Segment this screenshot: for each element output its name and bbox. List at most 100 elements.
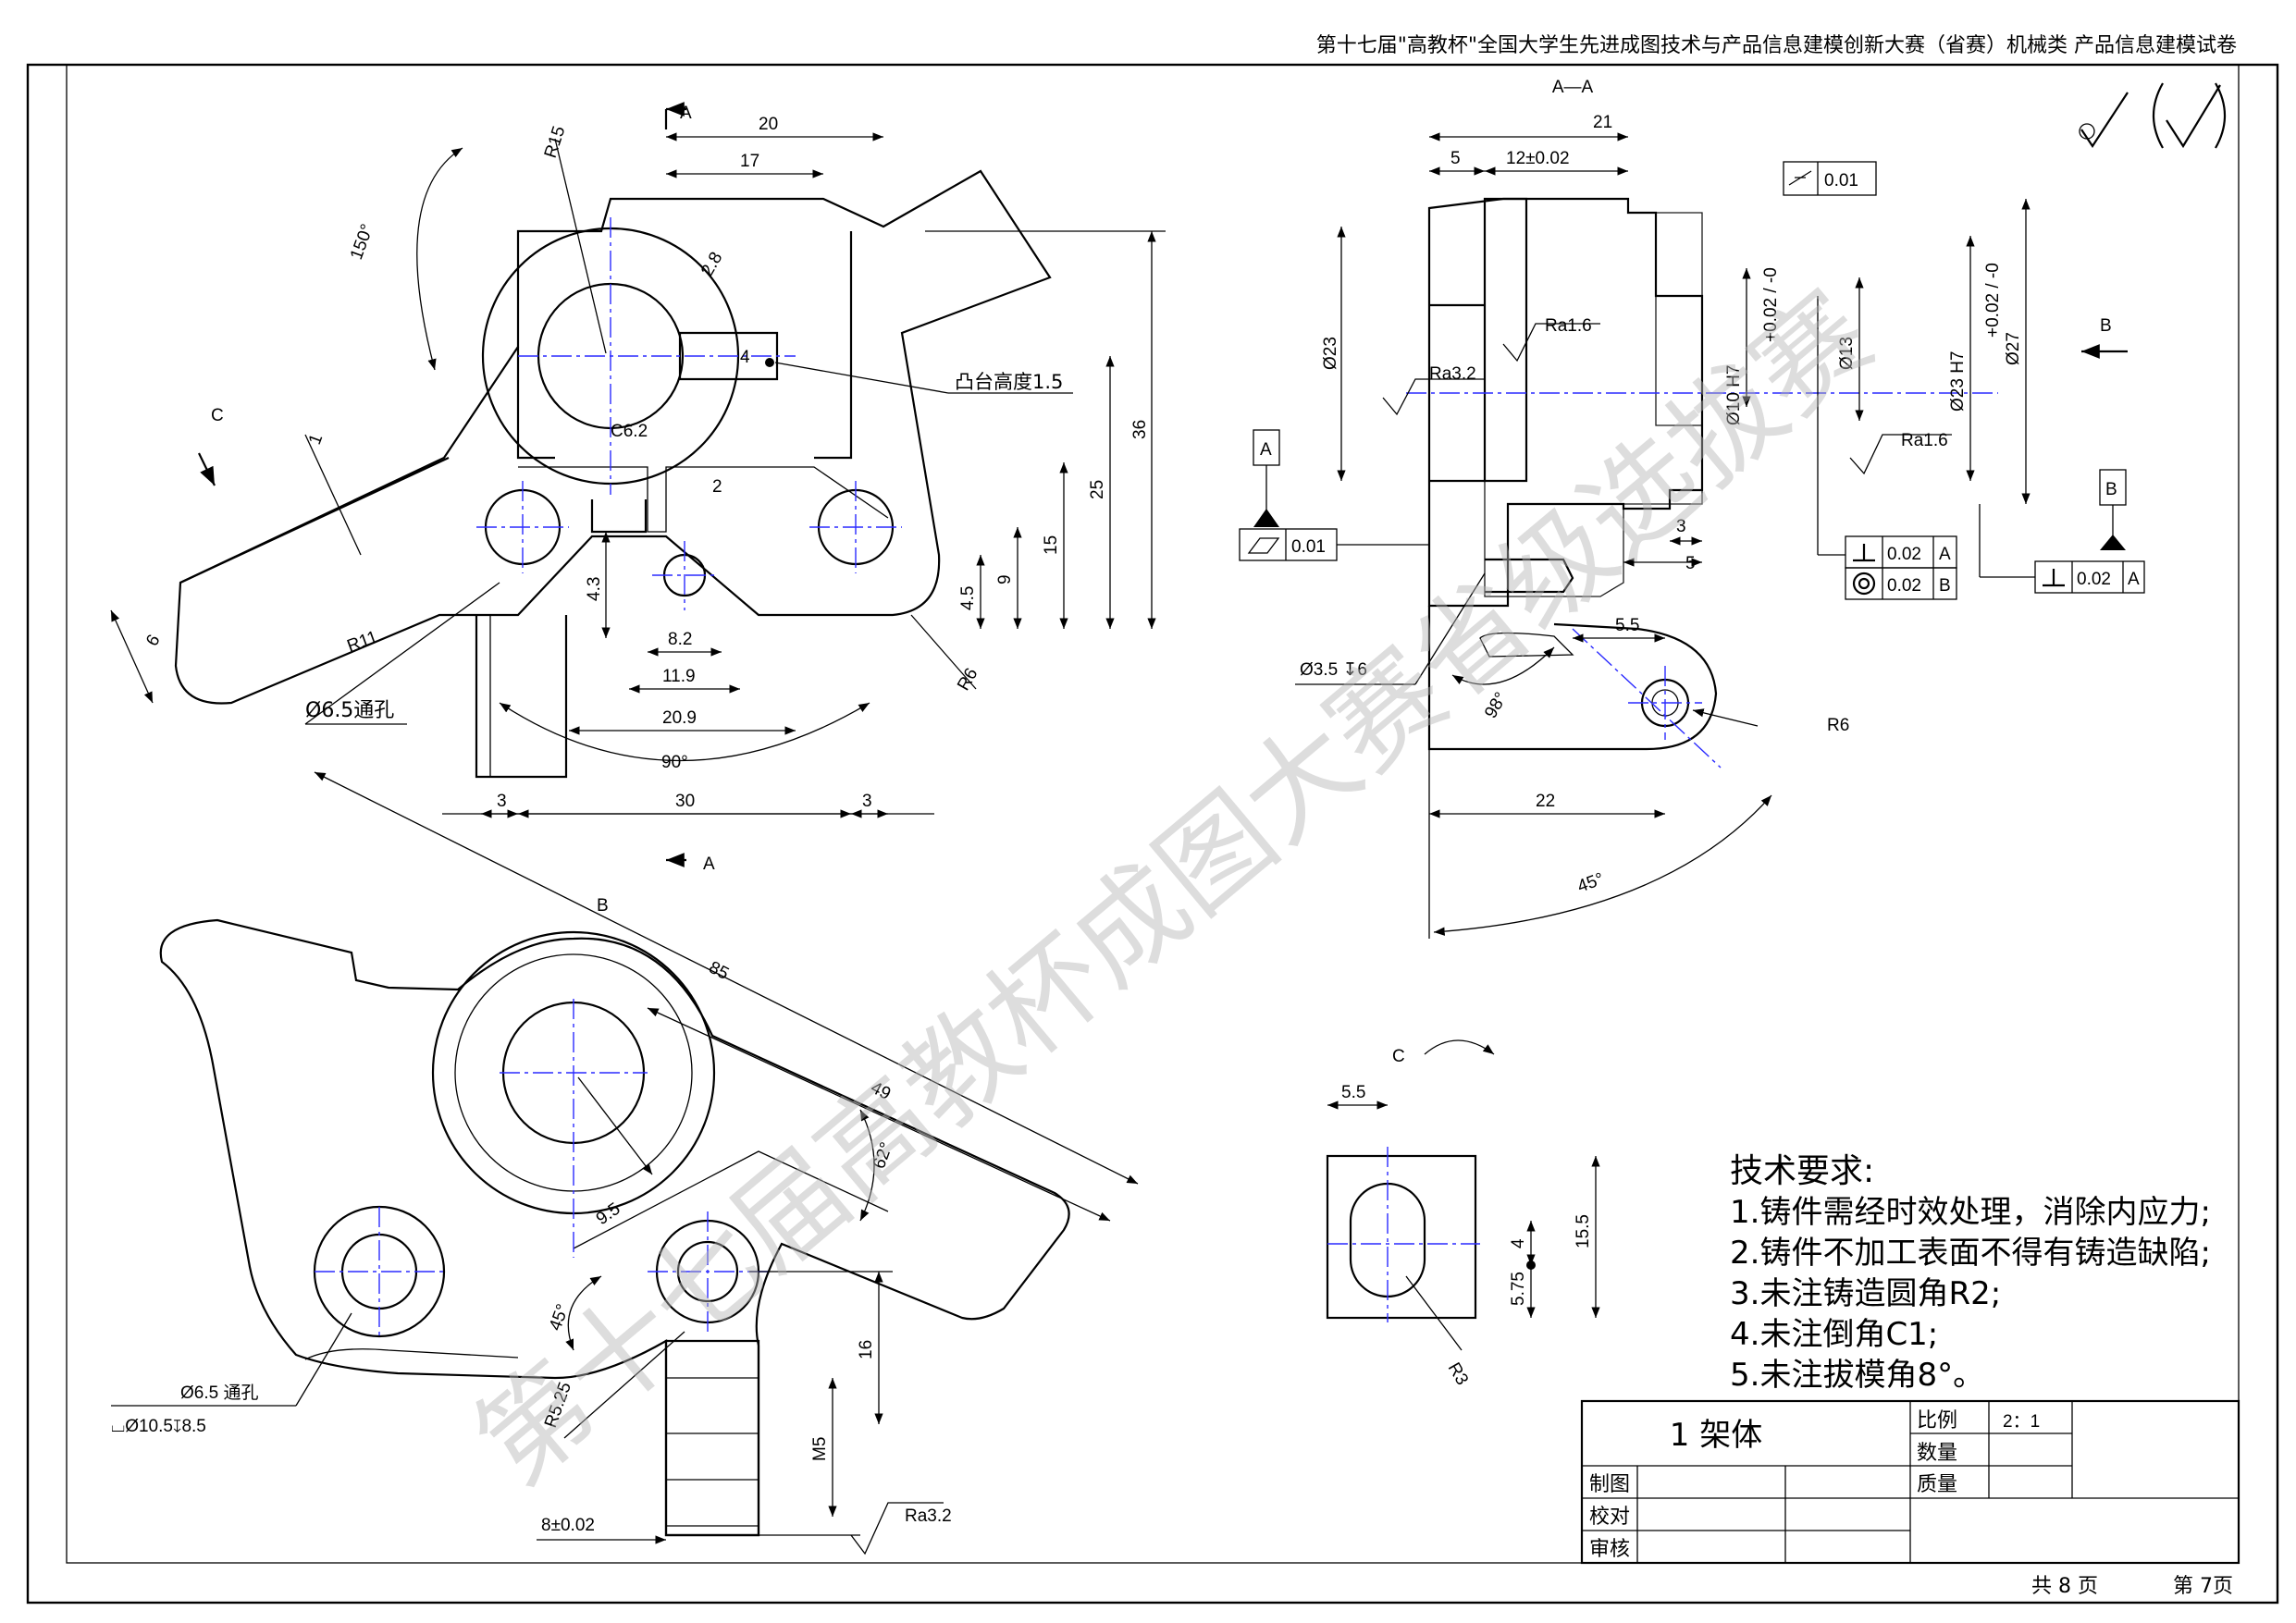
section-mark-a-top: A	[680, 104, 692, 123]
sec-ra32: Ra3.2	[1429, 364, 1476, 384]
watermark: 第十七届高教杯成图大赛省级选拔赛	[452, 270, 1895, 1510]
sec-dim-45: 45°	[1575, 869, 1607, 897]
sec-hole-3-5: Ø3.5 ↧6	[1300, 660, 1367, 680]
c-view: C 5.5 15.5 4 5.75 R3	[1326, 1039, 1600, 1389]
tol-perp-1-ref: A	[1939, 545, 1951, 564]
section-aa-view: A—A 21 5 12±0.02 0.01 Ø23 Ra1.6 Ra3.	[1239, 78, 2145, 939]
dim-15: 15	[1042, 535, 1061, 555]
tol-flatness-2-value: 0.01	[1291, 537, 1326, 557]
dim-30: 30	[675, 792, 695, 811]
dim-angle-90: 90°	[661, 753, 688, 772]
cylindricity-icon	[1788, 170, 1812, 186]
sec-dim-d27: Ø27	[2004, 332, 2023, 365]
surface-finish-icon	[2079, 82, 2226, 149]
sec-dim-5-5: 5.5	[1615, 616, 1639, 635]
dim-3-right: 3	[862, 792, 872, 811]
c-view-label: C	[1392, 1047, 1405, 1066]
note-hole-6-5: Ø6.5通孔	[305, 699, 394, 722]
tol-flatness-box	[1783, 161, 1877, 196]
view-mark-c: C	[211, 406, 224, 425]
sec-dim-12: 12±0.02	[1506, 149, 1570, 168]
dim-20: 20	[759, 115, 778, 134]
title-block: 1 架体 比例 2：1 数量 质量 制图 校对 审核	[1580, 1399, 2240, 1565]
dim-r11: R11	[345, 628, 381, 657]
dim-2: 2	[712, 477, 722, 497]
req-item-4: 4.未注倒角C1;	[1730, 1316, 1938, 1353]
dim-17: 17	[740, 152, 759, 171]
section-title-aa: A—A	[1552, 78, 1594, 97]
b-note-hole: Ø6.5 通孔	[180, 1383, 258, 1403]
concentricity-icon	[1852, 572, 1876, 596]
sec-tol-d10: +0.02 / -0	[1761, 267, 1781, 342]
main-view: A A C 20 17 R15 150° 2.8 4 凸台高度1.5 C6.2 …	[110, 102, 1166, 874]
dim-4-3: 4.3	[585, 577, 604, 601]
tol-perp-2-value: 0.02	[2077, 570, 2111, 589]
datum-a-label: A	[1260, 440, 1272, 460]
technical-requirements: 技术要求: 1.铸件需经时效处理，消除内应力; 2.铸件不加工表面不得有铸造缺陷…	[1730, 1152, 2211, 1394]
dim-9: 9	[995, 574, 1015, 584]
b-dim-16: 16	[857, 1340, 876, 1359]
tb-checked: 校对	[1589, 1506, 1630, 1529]
footer-total: 共 8 页	[2031, 1575, 2098, 1598]
req-item-5: 5.未注拔模角8°。	[1730, 1357, 1984, 1394]
b-dim-8: 8±0.02	[541, 1516, 595, 1535]
dim-1: 1	[305, 432, 327, 448]
dim-4-5: 4.5	[958, 586, 978, 610]
header-title: 第十七届"高教杯"全国大学生先进成图技术与产品信息建模创新大赛（省赛）机械类 产…	[1316, 34, 2237, 57]
req-item-2: 2.铸件不加工表面不得有铸造缺陷;	[1730, 1235, 2211, 1272]
b-view-label: B	[597, 896, 609, 916]
section-mark-a-bottom: A	[703, 855, 715, 874]
b-dim-85: 85	[706, 958, 732, 984]
b-view: B 85 49 62° 9.5 45° R5.25	[111, 771, 1139, 1555]
footer-page: 第 7页	[2173, 1575, 2233, 1598]
tb-part-name: 1 架体	[1670, 1417, 1762, 1454]
sec-dim-21: 21	[1593, 113, 1612, 132]
sec-ra16-a: Ra1.6	[1545, 316, 1592, 336]
req-item-1: 1.铸件需经时效处理，消除内应力;	[1730, 1194, 2211, 1231]
tol-flatness-value: 0.01	[1824, 171, 1858, 191]
sec-dim-r6: R6	[1827, 716, 1849, 735]
dim-8-2: 8.2	[668, 630, 692, 649]
sec-dim-5: 5	[1450, 149, 1461, 168]
tb-qty-label: 数量	[1917, 1442, 1957, 1465]
perpendicular-icon	[1853, 544, 1875, 562]
dim-36: 36	[1130, 420, 1150, 439]
view-mark-b: B	[2100, 316, 2112, 336]
dim-25: 25	[1088, 480, 1107, 499]
tb-drawn: 制图	[1589, 1473, 1630, 1496]
sec-tol-d23: +0.02 / -0	[1983, 263, 2003, 338]
sec-dim-d13: Ø13	[1837, 337, 1857, 370]
c-dim-5-75: 5.75	[1509, 1272, 1528, 1306]
datum-b-label: B	[2105, 480, 2117, 499]
req-item-3: 3.未注铸造圆角R2;	[1730, 1275, 2001, 1312]
sec-dim-d10: Ø10 H7	[1724, 365, 1744, 425]
tol-perp-1-value: 0.02	[1887, 545, 1921, 564]
dim-6: 6	[142, 632, 164, 650]
b-dim-m5: M5	[810, 1437, 830, 1461]
sec-dim-22: 22	[1536, 792, 1555, 811]
dim-angle-150: 150°	[347, 222, 377, 263]
c-dim-r3: R3	[1444, 1359, 1472, 1389]
sec-dim-3: 3	[1676, 517, 1686, 536]
sec-dim-5b: 5	[1685, 554, 1696, 573]
sec-dim-d23: Ø23	[1321, 337, 1340, 370]
note-boss-height: 凸台高度1.5	[955, 371, 1063, 393]
dim-c6-2: C6.2	[611, 422, 648, 441]
tb-mass-label: 质量	[1917, 1473, 1957, 1496]
tol-conc-ref: B	[1939, 576, 1951, 596]
inner-border	[66, 64, 2240, 1564]
tb-scale-label: 比例	[1917, 1409, 1957, 1432]
perpendicular-2-icon	[2043, 569, 2065, 587]
sec-dim-d23h7: Ø23 H7	[1948, 351, 1968, 412]
tb-scale: 2：1	[2003, 1412, 2040, 1432]
c-dim-4: 4	[1509, 1238, 1528, 1248]
dim-2-8: 2.8	[697, 249, 726, 279]
flatness-icon	[1247, 537, 1280, 554]
tol-conc-value: 0.02	[1887, 576, 1921, 596]
sec-ra16-b: Ra1.6	[1901, 431, 1948, 450]
dim-r15: R15	[541, 124, 570, 161]
dim-11-9: 11.9	[662, 667, 696, 686]
tol-conc-box	[1845, 567, 1957, 600]
c-dim-5-5: 5.5	[1341, 1083, 1365, 1102]
